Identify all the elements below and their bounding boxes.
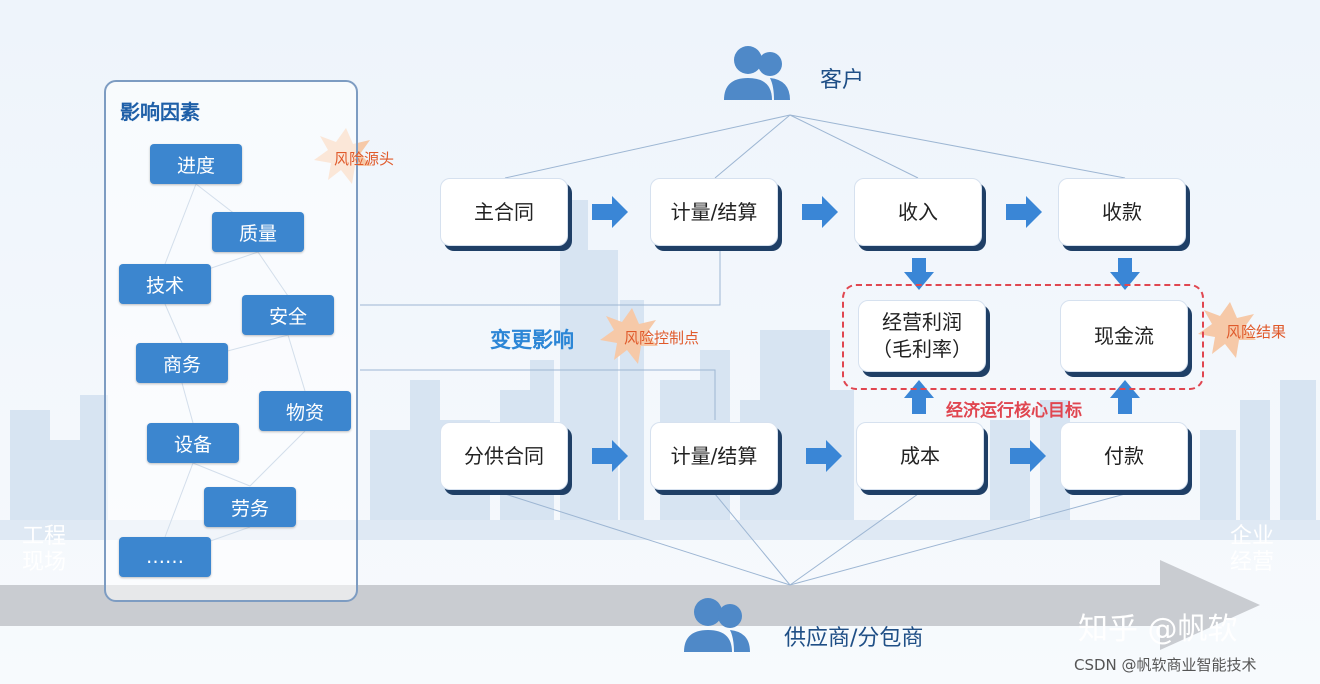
factor-technology: 技术 — [119, 264, 211, 304]
enterprise-label-line1: 企业 — [1230, 524, 1275, 549]
zhihu-watermark: 知乎 @帆软 — [1078, 612, 1238, 647]
risk-result-label: 风险结果 — [1226, 323, 1287, 341]
core-target-frame — [842, 284, 1204, 390]
core-goal-label: 经济运行核心目标 — [946, 401, 1082, 421]
node-revenue: 收入 — [854, 178, 982, 246]
node-cost: 成本 — [856, 422, 984, 490]
panel-title: 影响因素 — [120, 100, 200, 124]
factor-materials: 物资 — [259, 391, 351, 431]
customer-label: 客户 — [820, 68, 865, 93]
risk-control-label: 风险控制点 — [624, 329, 700, 347]
node-measure-settle-bottom: 计量/结算 — [650, 422, 778, 490]
node-cash-flow: 现金流 — [1060, 300, 1188, 372]
change-impact-label: 变更影响 — [490, 328, 574, 352]
node-measure-settle-top: 计量/结算 — [650, 178, 778, 246]
enterprise-label-line2: 经营 — [1230, 550, 1275, 576]
customer-icon — [724, 46, 790, 100]
supplier-icon — [684, 598, 750, 652]
factor-safety: 安全 — [242, 295, 334, 335]
factor-more: …… — [119, 537, 211, 577]
site-label-line2: 现场 — [22, 550, 67, 576]
profit-line2: （毛利率） — [872, 337, 972, 361]
node-main-contract: 主合同 — [440, 178, 568, 246]
csdn-watermark: CSDN @帆软商业智能技术 — [1074, 656, 1257, 674]
factor-business: 商务 — [136, 343, 228, 383]
factor-progress: 进度 — [150, 144, 242, 184]
factor-quality: 质量 — [212, 212, 304, 252]
site-label: 工程 现场 — [22, 524, 66, 577]
supplier-label: 供应商/分包商 — [784, 626, 924, 651]
node-subcontract: 分供合同 — [440, 422, 568, 490]
site-label-line1: 工程 — [22, 524, 67, 549]
node-payment: 付款 — [1060, 422, 1188, 490]
profit-line1: 经营利润 — [882, 310, 962, 334]
node-operating-profit: 经营利润 （毛利率） — [858, 300, 986, 372]
node-collection: 收款 — [1058, 178, 1186, 246]
risk-source-label: 风险源头 — [334, 150, 395, 168]
factor-equipment: 设备 — [147, 423, 239, 463]
factor-labor: 劳务 — [204, 487, 296, 527]
enterprise-label: 企业 经营 — [1230, 524, 1274, 577]
